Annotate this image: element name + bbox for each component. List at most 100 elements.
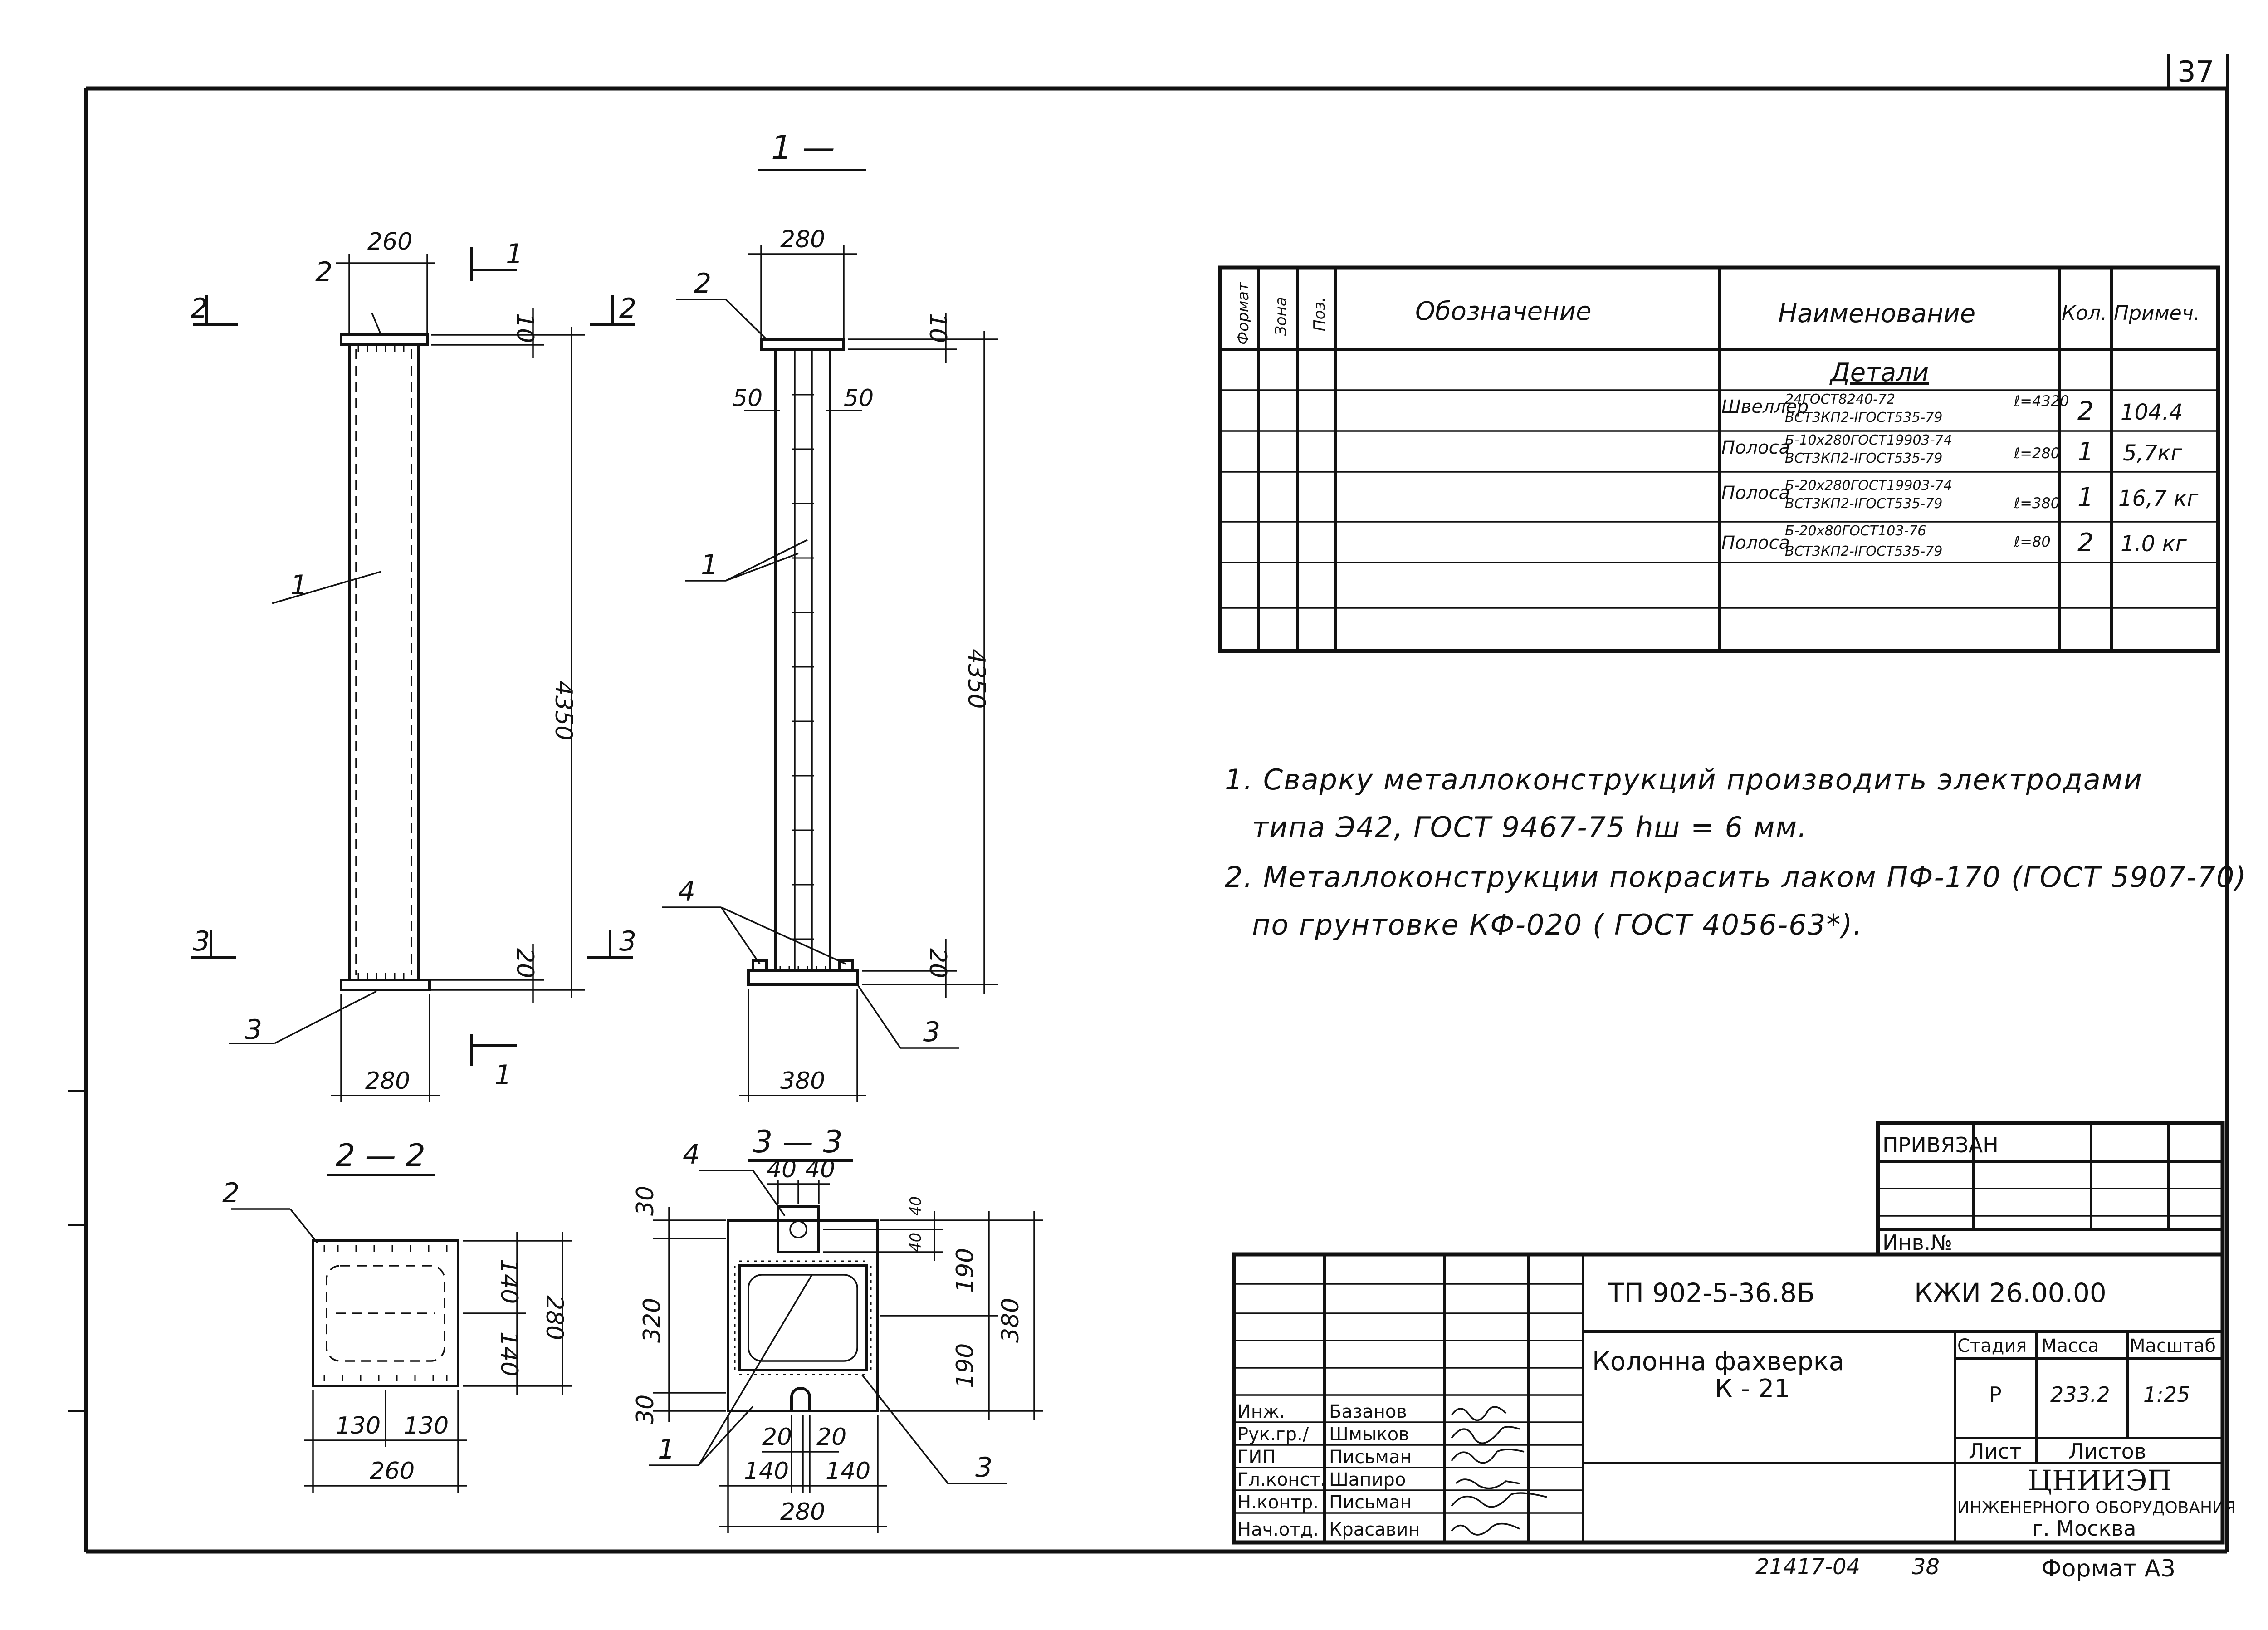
spec-row: Полоса Б-20х80ГОСТ103-76 ВСТ3КП2-IГОСТ53… <box>1721 523 2187 559</box>
dim-right-50-right: 50 <box>844 385 874 412</box>
row-length: ℓ=380 <box>2014 494 2060 512</box>
dim-33-bottom-half-2: 140 <box>826 1458 870 1485</box>
callout-33-3: 3 <box>975 1452 992 1483</box>
section-2-2-title: 2 — 2 <box>336 1138 425 1174</box>
dim-33-top-1: 40 <box>767 1156 797 1183</box>
callout-left-3: 3 <box>245 1014 262 1046</box>
bound-label: ПРИВЯЗАН <box>1882 1133 1999 1157</box>
note-line-1: 1. Сварку металлоконструкций производить… <box>1225 763 2143 796</box>
row-std-bottom: ВСТ3КП2-IГОСТ535-79 <box>1785 496 1942 512</box>
section-3-3: 3 — 3 40 40 30 320 30 <box>632 1124 1043 1533</box>
title-block: ТП 902-5-36.8Б КЖИ 26.00.00 Колонна фахв… <box>1232 1252 2236 1545</box>
spec-table: Формат Зона Поз. Обозначение Наименовани… <box>1218 265 2220 653</box>
spec-row: Полоса Б-20х280ГОСТ19903-74 ВСТ3КП2-IГОС… <box>1721 478 2199 512</box>
sheet-frame <box>68 54 2229 1554</box>
dim-22-half-2: 130 <box>404 1412 449 1439</box>
dim-33-left-3: 30 <box>632 1395 659 1424</box>
staff-name: Шмыков <box>1329 1424 1409 1445</box>
scale-label: Масштаб <box>2130 1336 2216 1356</box>
dim-22-right-2: 140 <box>495 1331 523 1376</box>
dim-left-height: 4350 <box>550 680 577 740</box>
dim-left-bottom-plate: 20 <box>511 948 538 978</box>
note-line-3: 2. Металлоконструкции покрасить лаком ПФ… <box>1225 861 2247 894</box>
dim-22-right-1: 140 <box>495 1259 523 1304</box>
stage-label: Стадия <box>1957 1336 2027 1356</box>
org-line-2: ИНЖЕНЕРНОГО ОБОРУДОВАНИЯ <box>1957 1498 2236 1517</box>
dim-33-right-small-2: 40 <box>907 1233 925 1252</box>
hdr-format: Формат <box>1234 282 1252 345</box>
row-length: ℓ=280 <box>2014 445 2060 462</box>
row-std-top: Б-10х280ГОСТ19903-74 <box>1785 432 1952 448</box>
format-label: Формат А3 <box>2041 1555 2175 1582</box>
dim-right-height: 4350 <box>963 649 990 709</box>
row-std-top: 24ГОСТ8240-72 <box>1785 392 1895 407</box>
row-std-bottom: ВСТ3КП2-IГОСТ535-79 <box>1785 410 1942 426</box>
dim-33-right-small-1: 40 <box>907 1196 925 1216</box>
row-std-top: Б-20х80ГОСТ103-76 <box>1785 523 1926 539</box>
dim-right-bottom: 380 <box>780 1067 825 1095</box>
left-elevation: 260 280 4350 10 20 2 1 3 1 1 2 <box>191 228 636 1102</box>
dim-33-right-1: 190 <box>952 1248 979 1293</box>
sheet-label: Лист <box>1969 1439 2022 1464</box>
cut-1-top: 1 <box>506 238 523 270</box>
staff-role: Рук.гр./ <box>1237 1424 1309 1445</box>
dim-33-right-total: 380 <box>997 1298 1024 1343</box>
mass-label: Масса <box>2041 1336 2099 1356</box>
row-qty: 1 <box>2077 437 2094 467</box>
callout-right-2: 2 <box>694 268 711 299</box>
row-qty: 1 <box>2077 483 2094 512</box>
hdr-designation: Обозначение <box>1415 297 1592 326</box>
dim-33-right-2: 190 <box>952 1343 979 1388</box>
spec-row: Швеллер 24ГОСТ8240-72 ВСТ3КП2-IГОСТ535-7… <box>1721 392 2183 426</box>
row-note: 1.0 кг <box>2121 531 2187 557</box>
section-3-3-title: 3 — 3 <box>753 1124 843 1160</box>
sheet-sequence: 38 <box>1912 1554 1940 1580</box>
hdr-pos: Поз. <box>1310 297 1329 331</box>
staff-role: Н.контр. <box>1237 1492 1319 1513</box>
scale-value: 1:25 <box>2143 1382 2190 1407</box>
dim-right-50-left: 50 <box>733 385 763 412</box>
hdr-name: Наименование <box>1778 299 1975 328</box>
project-code: ТП 902-5-36.8Б <box>1608 1278 1815 1308</box>
dim-left-bottom: 280 <box>365 1067 410 1095</box>
note-line-4: по грунтовке КФ-020 ( ГОСТ 4056-63*). <box>1252 908 1863 941</box>
row-qty: 2 <box>2077 528 2094 558</box>
row-length: ℓ=4320 <box>2014 392 2069 410</box>
hdr-note: Примеч. <box>2114 302 2200 325</box>
inv-label: Инв.№ <box>1882 1230 1952 1255</box>
binding-block: ПРИВЯЗАН Инв.№ <box>1876 1121 2225 1257</box>
staff-name: Письман <box>1329 1492 1412 1513</box>
row-type: Полоса <box>1721 437 1790 458</box>
cut-2-left: 2 <box>191 293 208 324</box>
hdr-qty: Кол. <box>2062 302 2107 325</box>
cut-3-left: 3 <box>193 925 210 957</box>
row-std-top: Б-20х280ГОСТ19903-74 <box>1785 478 1952 494</box>
cut-2-right: 2 <box>619 293 636 324</box>
notes: 1. Сварку металлоконструкций производить… <box>1225 763 2247 941</box>
callout-33-1: 1 <box>658 1434 675 1465</box>
row-type: Швеллер <box>1721 396 1809 417</box>
doc-code: КЖИ 26.00.00 <box>1914 1278 2107 1308</box>
signatures <box>1451 1406 1547 1536</box>
drawing-title-line-2: К - 21 <box>1715 1374 1790 1404</box>
dim-33-bottom-inner-1: 20 <box>762 1424 792 1451</box>
sheets-label: Листов <box>2068 1439 2146 1464</box>
page-number: 37 <box>2177 55 2214 89</box>
staff-role: Гл.конст. <box>1237 1469 1326 1490</box>
dim-22-right-total: 280 <box>541 1295 568 1340</box>
row-note: 16,7 кг <box>2118 486 2199 511</box>
callout-left-2: 2 <box>315 256 332 288</box>
note-line-2: типа Э42, ГОСТ 9467-75 hш = 6 мм. <box>1252 811 1808 844</box>
dim-33-bottom-inner-2: 20 <box>816 1424 846 1451</box>
spec-row: Полоса Б-10х280ГОСТ19903-74 ВСТ3КП2-IГОС… <box>1721 432 2182 467</box>
mass-value: 233.2 <box>2050 1382 2110 1407</box>
row-length: ℓ=80 <box>2014 533 2051 550</box>
staff-role: Инж. <box>1237 1401 1285 1422</box>
cut-1-bottom: 1 <box>494 1059 512 1091</box>
row-std-bottom: ВСТ3КП2-IГОСТ535-79 <box>1785 450 1942 466</box>
stage-value: Р <box>1989 1382 2002 1407</box>
hdr-zone: Зона <box>1272 297 1290 336</box>
callout-right-3: 3 <box>923 1016 940 1048</box>
section-title: Детали <box>1829 358 1929 387</box>
